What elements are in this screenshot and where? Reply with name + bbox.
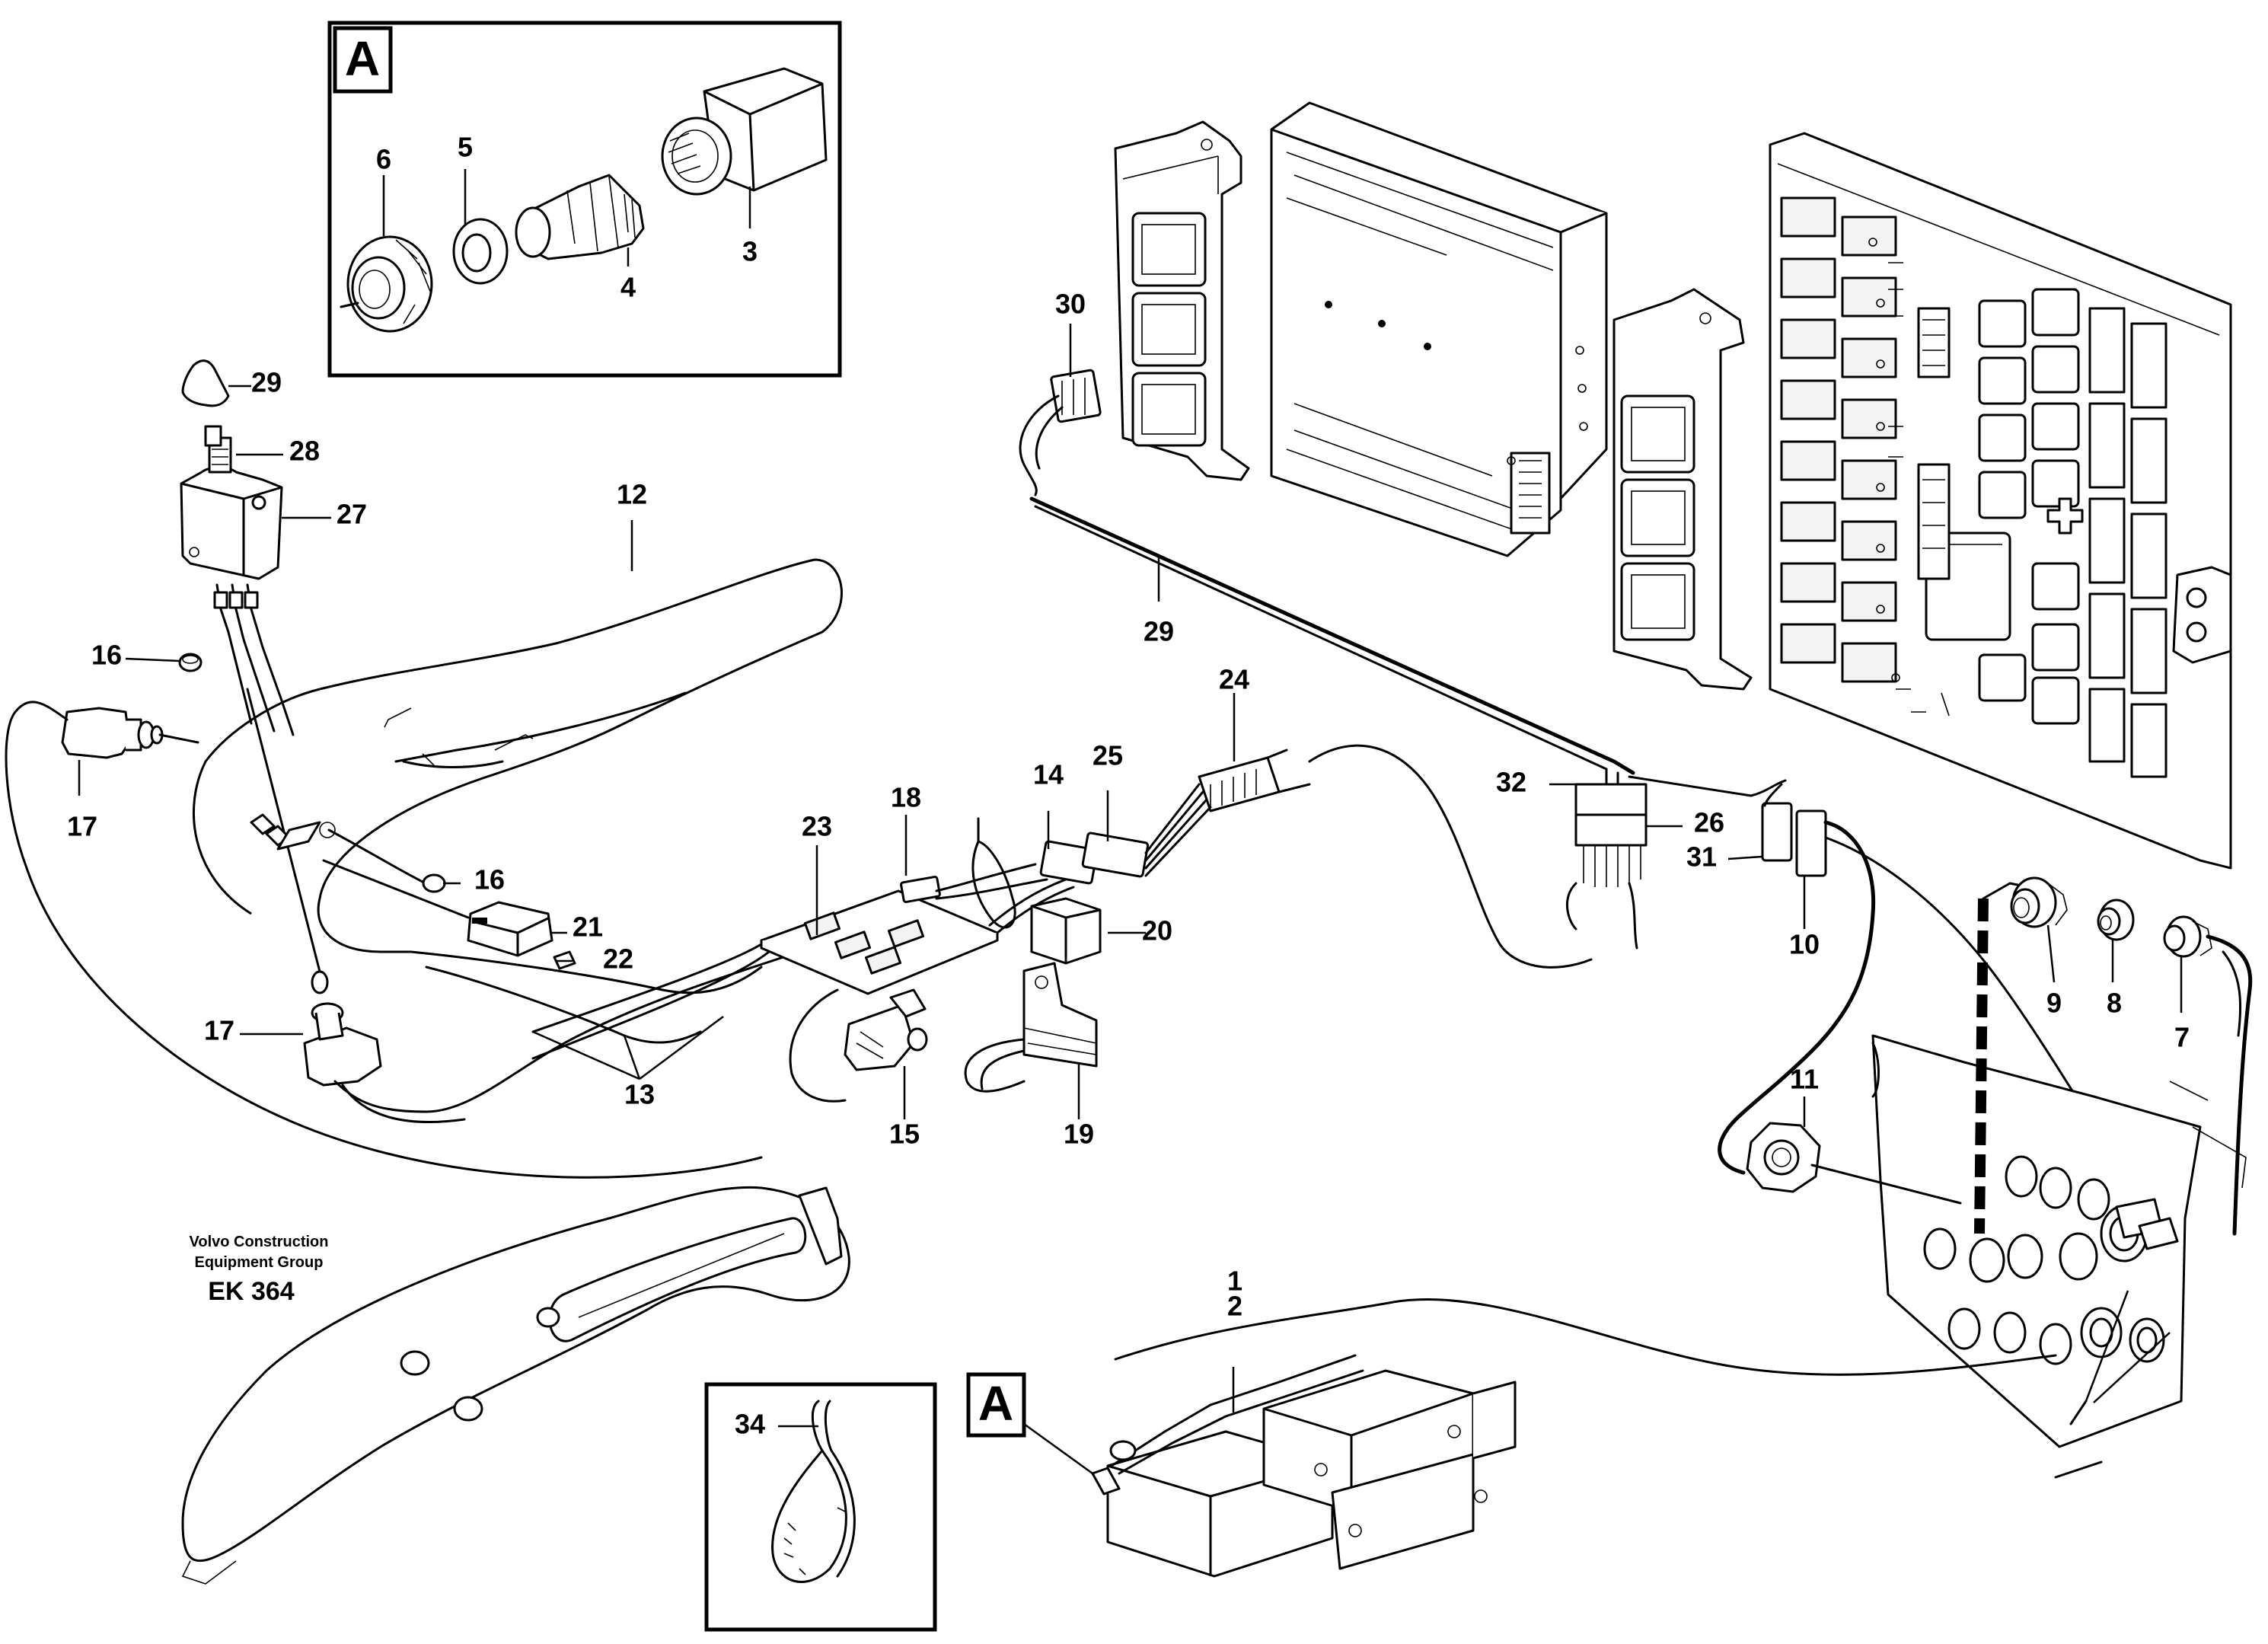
callout-5: 5 xyxy=(458,132,473,163)
grommet-9 xyxy=(2010,876,2068,928)
callout-12: 12 xyxy=(617,479,647,510)
callout-16b: 16 xyxy=(474,864,505,895)
callout-3: 3 xyxy=(742,236,758,267)
relay-20 xyxy=(1030,897,1102,965)
detail-a-marker: A xyxy=(978,1376,1013,1431)
callout-19: 19 xyxy=(1064,1119,1094,1150)
rocker-switch-21 xyxy=(322,859,553,957)
lower-panel xyxy=(181,1186,850,1585)
switch-27 xyxy=(180,425,295,736)
nut-11 xyxy=(1746,1122,1962,1205)
holder-19 xyxy=(964,962,1098,1093)
callout-9: 9 xyxy=(2046,988,2062,1019)
switch-17-left xyxy=(5,701,763,1179)
grommet-7 xyxy=(2163,915,2253,1236)
callout-14: 14 xyxy=(1033,759,1064,790)
callout-17a: 17 xyxy=(67,811,97,842)
nut-part-6 xyxy=(340,235,433,333)
cap-16-top xyxy=(178,653,203,672)
figure-code: EK 364 xyxy=(208,1277,294,1306)
callout-26: 26 xyxy=(1694,807,1724,838)
credit-line-1: Volvo Construction xyxy=(190,1234,329,1250)
knob-29 xyxy=(181,359,230,407)
relay-holder-left xyxy=(1114,120,1250,481)
callout-8: 8 xyxy=(2107,988,2122,1019)
callout-17b: 17 xyxy=(204,1015,234,1046)
detail-a-inset: A xyxy=(327,21,842,378)
detail-a-label: A xyxy=(345,31,380,86)
callout-22: 22 xyxy=(603,943,633,975)
callout-33: 32 xyxy=(1496,767,1526,798)
harness-30 xyxy=(1019,369,1787,797)
control-panel-12 xyxy=(193,558,843,953)
connector-part-3 xyxy=(661,67,828,196)
grommet-8 xyxy=(2097,899,2135,941)
callout-25: 25 xyxy=(1093,740,1123,771)
instrument-panel xyxy=(1871,1034,2247,1448)
callouts: 29 28 27 12 16 17 16 21 22 17 13 23 18 1… xyxy=(67,289,2190,1322)
callout-13: 13 xyxy=(624,1079,655,1110)
callout-28: 28 xyxy=(289,436,320,467)
callout-30: 29 xyxy=(1144,616,1174,647)
callout-15: 15 xyxy=(889,1119,920,1150)
callout-6: 6 xyxy=(376,144,391,175)
callout-23: 23 xyxy=(802,811,832,842)
fitting-part-4 xyxy=(515,174,645,260)
callout-10: 10 xyxy=(1789,929,1820,960)
callout-7: 7 xyxy=(2174,1022,2190,1053)
callout-11: 11 xyxy=(1790,1064,1819,1095)
callout-2: 2 xyxy=(1227,1291,1242,1322)
leader-lines xyxy=(78,324,2183,1413)
cap-16-bottom xyxy=(422,873,446,893)
callout-1: 1 xyxy=(1227,1266,1242,1297)
washer-part-5 xyxy=(452,218,509,285)
ecu-box xyxy=(1270,101,1608,557)
pcb-23 xyxy=(531,889,999,1103)
callout-16a: 16 xyxy=(91,640,122,671)
holder-15 xyxy=(844,988,928,1071)
connector-33 xyxy=(1565,783,1648,950)
relay-holder-right xyxy=(1612,288,1753,691)
callout-27: 27 xyxy=(337,499,367,530)
callout-29: 29 xyxy=(251,367,282,398)
publisher-credit: Volvo Construction Equipment Group EK 36… xyxy=(190,1234,329,1306)
callout-18: 18 xyxy=(891,782,921,813)
circuit-board xyxy=(1769,132,2232,870)
assembly-1-2 xyxy=(1091,1354,1517,1578)
callout-20: 20 xyxy=(1142,915,1172,946)
dashed-wire xyxy=(1974,898,1989,1234)
callout-32: 31 xyxy=(1686,841,1717,873)
cable-tie-box: 34 xyxy=(704,1382,937,1632)
callout-21: 21 xyxy=(573,911,603,943)
callout-34: 34 xyxy=(735,1409,765,1440)
callout-24: 24 xyxy=(1219,664,1249,695)
switch-17-bottom xyxy=(246,688,801,1124)
callout-4: 4 xyxy=(620,272,636,303)
connector-24 xyxy=(1144,744,1593,969)
credit-line-2: Equipment Group xyxy=(195,1254,324,1271)
callout-31: 30 xyxy=(1055,289,1086,320)
